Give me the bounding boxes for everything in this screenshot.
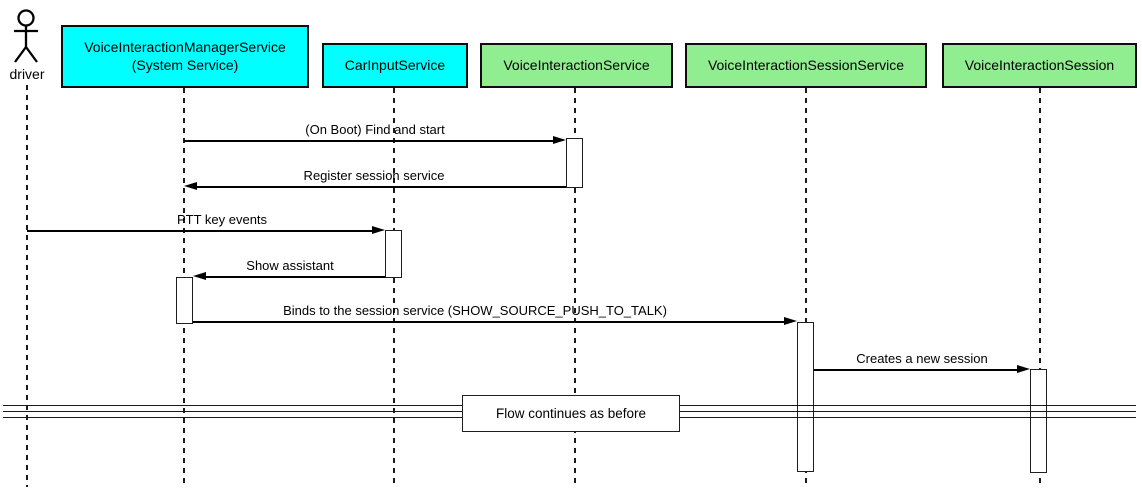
- message-label-binds-to-session-service: Binds to the session service (SHOW_SOURC…: [283, 303, 667, 318]
- arrowhead-left-icon: [193, 272, 206, 280]
- activation-voiceinteractionservice: [566, 138, 583, 188]
- participant-label: VoiceInteractionManagerService: [84, 39, 286, 55]
- lifeline-driver: [26, 85, 28, 487]
- message-label-show-assistant: Show assistant: [246, 258, 334, 273]
- actor-driver-icon: [14, 9, 38, 63]
- participant-voiceinteractionsession: VoiceInteractionSession: [942, 43, 1137, 88]
- arrowhead-right-icon: [784, 317, 797, 325]
- participant-voiceinteractionservice: VoiceInteractionService: [480, 43, 673, 88]
- participant-label: CarInputService: [344, 56, 446, 73]
- lifeline-voiceinteractionservice: [574, 88, 576, 487]
- message-line: [193, 321, 785, 323]
- arrowhead-right-icon: [1017, 365, 1030, 373]
- message-line: [205, 276, 385, 278]
- divider-label: Flow continues as before: [495, 406, 647, 421]
- arrowhead-left-icon: [184, 182, 197, 190]
- activation-voiceinteractionsessionservice: [797, 322, 814, 472]
- participant-label: VoiceInteractionService: [503, 56, 650, 73]
- message-line: [184, 140, 554, 142]
- message-label-creates-a-new-session: Creates a new session: [856, 351, 988, 366]
- activation-carinputservice: [385, 230, 402, 278]
- activation-voiceinteractionmanagerservice: [176, 277, 193, 324]
- actor-driver-label: driver: [9, 66, 45, 82]
- message-line: [196, 186, 566, 188]
- divider-flow-continues-box: Flow continues as before: [462, 395, 680, 432]
- message-label-ptt-key-events: PTT key events: [176, 212, 268, 227]
- message-line: [814, 369, 1018, 371]
- lifeline-voiceinteractionsession: [1039, 88, 1041, 487]
- arrowhead-right-icon: [553, 136, 566, 144]
- lifeline-voiceinteractionsessionservice: [805, 88, 807, 487]
- message-label-register-session-service: Register session service: [303, 168, 445, 183]
- participant-voiceinteractionmanagerservice: VoiceInteractionManagerService (System S…: [61, 25, 309, 88]
- participant-carinputservice: CarInputService: [322, 43, 468, 88]
- participant-label: VoiceInteractionSessionService: [707, 56, 905, 73]
- message-line: [27, 230, 373, 232]
- participant-voiceinteractionsessionservice: VoiceInteractionSessionService: [685, 43, 927, 88]
- message-label-on-boot-find-and-start: (On Boot) Find and start: [305, 122, 445, 137]
- arrowhead-right-icon: [372, 226, 385, 234]
- participant-label: VoiceInteractionSession: [964, 56, 1115, 73]
- participant-sublabel: (System Service): [131, 56, 239, 73]
- activation-voiceinteractionsession: [1030, 369, 1047, 473]
- lifeline-carinputservice: [393, 88, 395, 487]
